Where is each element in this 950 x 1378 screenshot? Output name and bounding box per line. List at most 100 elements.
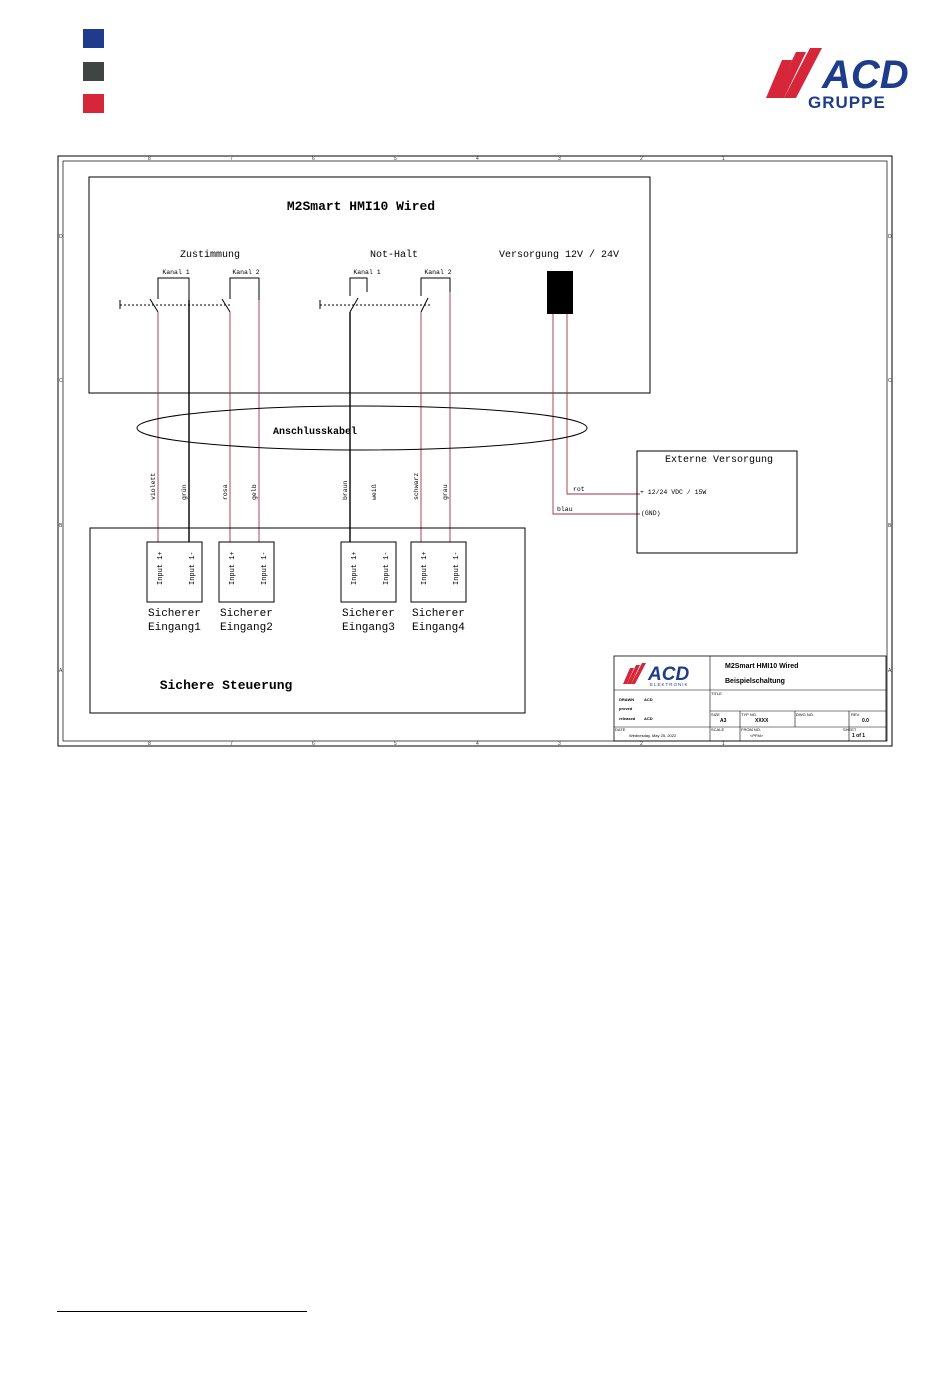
typ-label: TYP NO.: [741, 712, 757, 717]
ruler-tick-label: 5: [394, 156, 397, 162]
footnote-separator: [57, 1311, 307, 1312]
ruler-tick-label: 6: [312, 741, 315, 747]
rev-label: REV.: [851, 712, 860, 717]
drawing-title-1: M2Smart HMI10 Wired: [725, 663, 798, 670]
title-label: TITLE: [711, 691, 722, 696]
input-name-line1: Sicherer: [220, 608, 273, 620]
device-title: M2Smart HMI10 Wired: [287, 199, 435, 214]
ruler-tick-label: 7: [230, 156, 233, 162]
input-name-line1: Sicherer: [148, 608, 201, 620]
device-box: M2Smart HMI10 Wired Zustimmung Not-Halt …: [88, 176, 651, 394]
ruler-tick-label: 4: [476, 156, 479, 162]
input-minus-label: Input 1-: [453, 551, 461, 585]
wire-color-label: weiß: [371, 484, 378, 500]
external-supply-title: Externe Versorgung: [665, 455, 773, 466]
input-plus-label: Input 1+: [351, 551, 359, 585]
from-label: FROM NO.: [741, 727, 761, 732]
drawing-frame: [57, 155, 893, 747]
zustimmung-switch: [119, 277, 260, 313]
scale-label: SCALE: [711, 727, 724, 732]
ruler-tick-label: 3: [558, 741, 561, 747]
wire-blau-label: blau: [557, 506, 573, 513]
external-gnd-label: (GND): [641, 510, 661, 517]
channel-label: Kanal 1: [353, 269, 380, 276]
input-minus-label: Input 1-: [189, 551, 197, 585]
safety-controller-box: Sichere Steuerung: [89, 527, 526, 714]
released-label: released: [619, 716, 636, 721]
ruler-tick-label: 2: [640, 741, 643, 747]
input-name-line1: Sicherer: [342, 608, 395, 620]
ruler-tick-label: 1: [722, 156, 725, 162]
ruler-tick-label: D: [59, 234, 63, 240]
input-name-line1: Sicherer: [412, 608, 465, 620]
ruler-tick-label: 7: [230, 741, 233, 747]
ruler-tick-label: 4: [476, 741, 479, 747]
power-wires: [552, 314, 640, 515]
wire-color-label: schwarz: [413, 473, 420, 500]
wire-color-label: violett: [150, 473, 157, 500]
from-value: <PFM>: [750, 733, 764, 738]
size-value: A3: [720, 718, 727, 724]
proved-label: proved: [619, 706, 633, 711]
title-block-logo-brand: ACD: [647, 664, 689, 685]
input-name-line2: Eingang4: [412, 622, 465, 634]
wire-color-label: gelb: [251, 484, 258, 500]
released-value: ACD: [644, 716, 653, 721]
group-nothalt-label: Not-Halt: [370, 249, 418, 261]
ruler-tick-label: 5: [394, 741, 397, 747]
input-minus-label: Input 1-: [383, 551, 391, 585]
typ-value: XXXX: [755, 718, 769, 724]
title-block-logo: ACD ELEKTRONIK: [623, 663, 689, 687]
power-terminal-block: [547, 271, 573, 314]
input-plus-label: Input 1+: [157, 551, 165, 585]
ruler-tick-label: B: [888, 523, 892, 529]
rev-value: 0.0: [862, 718, 869, 724]
ruler-tick-label: C: [59, 378, 63, 384]
controller-title: Sichere Steuerung: [160, 678, 293, 693]
wire-color-label: braun: [342, 480, 349, 500]
input-minus-label: Input 1-: [261, 551, 269, 585]
date-label: DATE: [615, 727, 626, 732]
group-zustimmung-label: Zustimmung: [180, 249, 240, 261]
input-plus-label: Input 1+: [421, 551, 429, 585]
input-name-line2: Eingang3: [342, 622, 395, 634]
brand-square-red: [83, 94, 104, 113]
title-block-logo-sub: ELEKTRONIK: [650, 682, 689, 687]
wire-rot-label: rot: [573, 486, 585, 493]
brand-square-gray: [83, 62, 104, 81]
ruler-tick-label: D: [888, 234, 892, 240]
wire-color-label: rosa: [222, 484, 229, 500]
signal-wires-black: [188, 300, 351, 542]
ruler-tick-label: A: [888, 668, 892, 674]
ruler-tick-label: B: [59, 523, 63, 529]
acd-gruppe-logo: ACD GRUPPE: [766, 48, 909, 112]
group-versorgung-label: Versorgung 12V / 24V: [499, 249, 619, 261]
drawn-label: DRAWN: [619, 697, 634, 702]
title-block: ACD ELEKTRONIK M2Smart HMI10 Wired Beisp…: [613, 655, 887, 742]
ruler-tick-label: 1: [722, 741, 725, 747]
input-plus-label: Input 1+: [229, 551, 237, 585]
input-name-line2: Eingang1: [148, 622, 201, 634]
channel-label: Kanal 1: [162, 269, 189, 276]
external-supply-box: Externe Versorgung + 12/24 VDC / 15W (GN…: [636, 450, 798, 554]
nothalt-switch: [319, 277, 451, 313]
sheet-label: SHEET: [843, 727, 857, 732]
ruler-tick-label: 8: [148, 741, 151, 747]
date-value: Wednesday, May 25, 2022: [629, 733, 677, 738]
drawn-value: ACD: [644, 697, 653, 702]
input-name-line2: Eingang2: [220, 622, 273, 634]
ruler-tick-label: A: [59, 668, 63, 674]
dwg-label: DWG NO.: [796, 712, 814, 717]
cable-bundle-ellipse: [136, 405, 588, 451]
size-label: SIZE: [711, 712, 720, 717]
signal-wires: [157, 292, 451, 542]
wire-color-label: grün: [181, 484, 188, 500]
sheet-value: 1 of 1: [852, 733, 865, 739]
channel-label: Kanal 2: [232, 269, 259, 276]
